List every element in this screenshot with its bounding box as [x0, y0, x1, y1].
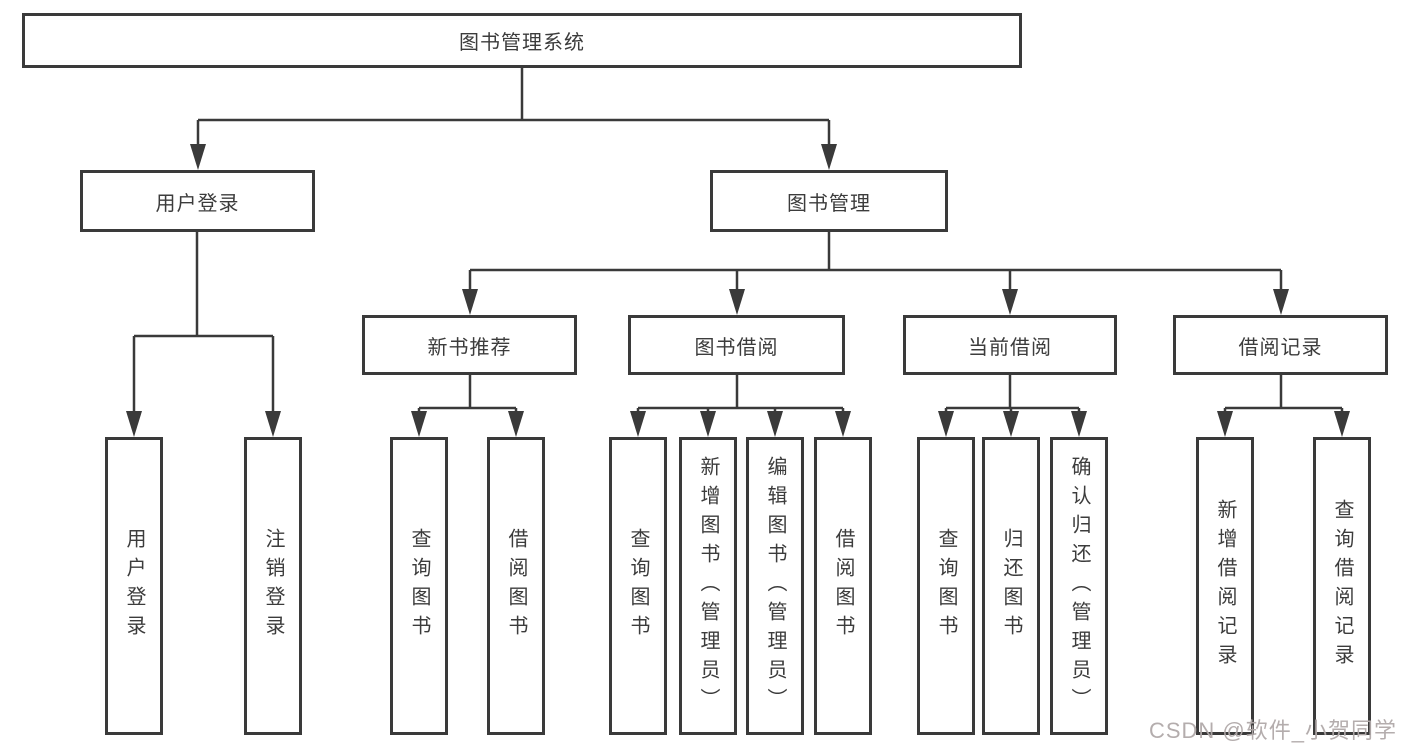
leaf-label: 用户登录 — [123, 528, 145, 644]
node-label: 图书借阅 — [694, 336, 779, 359]
leaf-label: 确认归还（管理员） — [1068, 455, 1090, 717]
node-book-management: 图书管理 — [710, 170, 948, 232]
node-label: 图书管理系统 — [459, 32, 585, 54]
leaf-add-book-admin: 新增图书（管理员） — [679, 437, 737, 735]
leaf-query-book-current: 查询图书 — [917, 437, 975, 735]
leaf-label: 借阅图书 — [505, 528, 527, 644]
leaf-query-book-recommend: 查询图书 — [390, 437, 448, 735]
leaf-label: 查询图书 — [627, 528, 649, 644]
leaf-label: 编辑图书（管理员） — [764, 455, 786, 717]
leaf-borrow-book-recommend: 借阅图书 — [487, 437, 545, 735]
node-label: 用户登录 — [155, 192, 240, 215]
node-label: 新书推荐 — [427, 336, 512, 359]
leaf-user-login: 用户登录 — [105, 437, 163, 735]
leaf-edit-book-admin: 编辑图书（管理员） — [746, 437, 804, 735]
leaf-add-borrow-record: 新增借阅记录 — [1196, 437, 1254, 735]
node-root-system: 图书管理系统 — [22, 13, 1022, 68]
node-current-borrow: 当前借阅 — [903, 315, 1117, 375]
leaf-label: 查询图书 — [408, 528, 430, 644]
leaf-label: 查询借阅记录 — [1331, 499, 1353, 673]
leaf-label: 新增图书（管理员） — [697, 455, 719, 717]
leaf-return-book: 归还图书 — [982, 437, 1040, 735]
leaf-query-book-borrow: 查询图书 — [609, 437, 667, 735]
node-new-book-recommend: 新书推荐 — [362, 315, 577, 375]
leaf-label: 查询图书 — [935, 528, 957, 644]
node-user-login: 用户登录 — [80, 170, 315, 232]
arrowheads — [126, 144, 1350, 437]
leaf-label: 注销登录 — [262, 528, 284, 644]
leaf-query-borrow-record: 查询借阅记录 — [1313, 437, 1371, 735]
leaf-borrow-book: 借阅图书 — [814, 437, 872, 735]
node-label: 图书管理 — [787, 192, 871, 215]
leaf-confirm-return-admin: 确认归还（管理员） — [1050, 437, 1108, 735]
node-borrow-records: 借阅记录 — [1173, 315, 1388, 375]
leaf-logout: 注销登录 — [244, 437, 302, 735]
leaf-label: 归还图书 — [1000, 528, 1022, 644]
node-label: 借阅记录 — [1238, 336, 1323, 359]
leaf-label: 借阅图书 — [832, 528, 854, 644]
node-book-borrow: 图书借阅 — [628, 315, 845, 375]
leaf-label: 新增借阅记录 — [1214, 499, 1236, 673]
node-label: 当前借阅 — [968, 336, 1052, 359]
